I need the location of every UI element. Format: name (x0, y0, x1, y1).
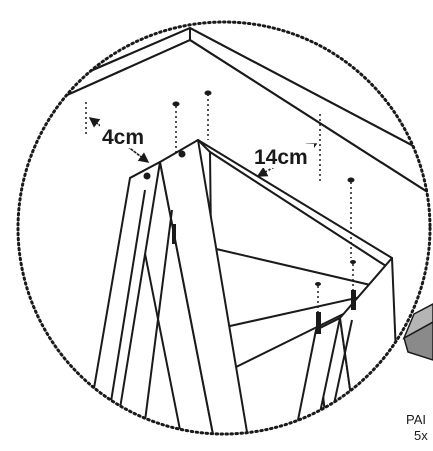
dimension-left-label: 4cm (102, 126, 144, 149)
dimension-right-bg (252, 144, 314, 168)
screw-body (316, 312, 321, 334)
dimension-right-label: 14cm (254, 146, 308, 169)
dimension-left-bg (100, 124, 150, 148)
screw-head (347, 177, 355, 183)
screw-head (172, 101, 180, 107)
part-label-line1: PAI (406, 412, 426, 427)
callout-circle (16, 20, 432, 436)
side-part-fragment (402, 303, 433, 361)
screw-point (178, 150, 186, 158)
screw-head (204, 90, 212, 96)
screw-guide-lines (85, 94, 354, 312)
screw-body (172, 224, 176, 244)
screw-body (351, 290, 356, 310)
part-label-line2: 5x (414, 428, 428, 443)
screw-head (315, 282, 321, 286)
screw-head (350, 260, 356, 264)
screw-point (143, 172, 151, 180)
